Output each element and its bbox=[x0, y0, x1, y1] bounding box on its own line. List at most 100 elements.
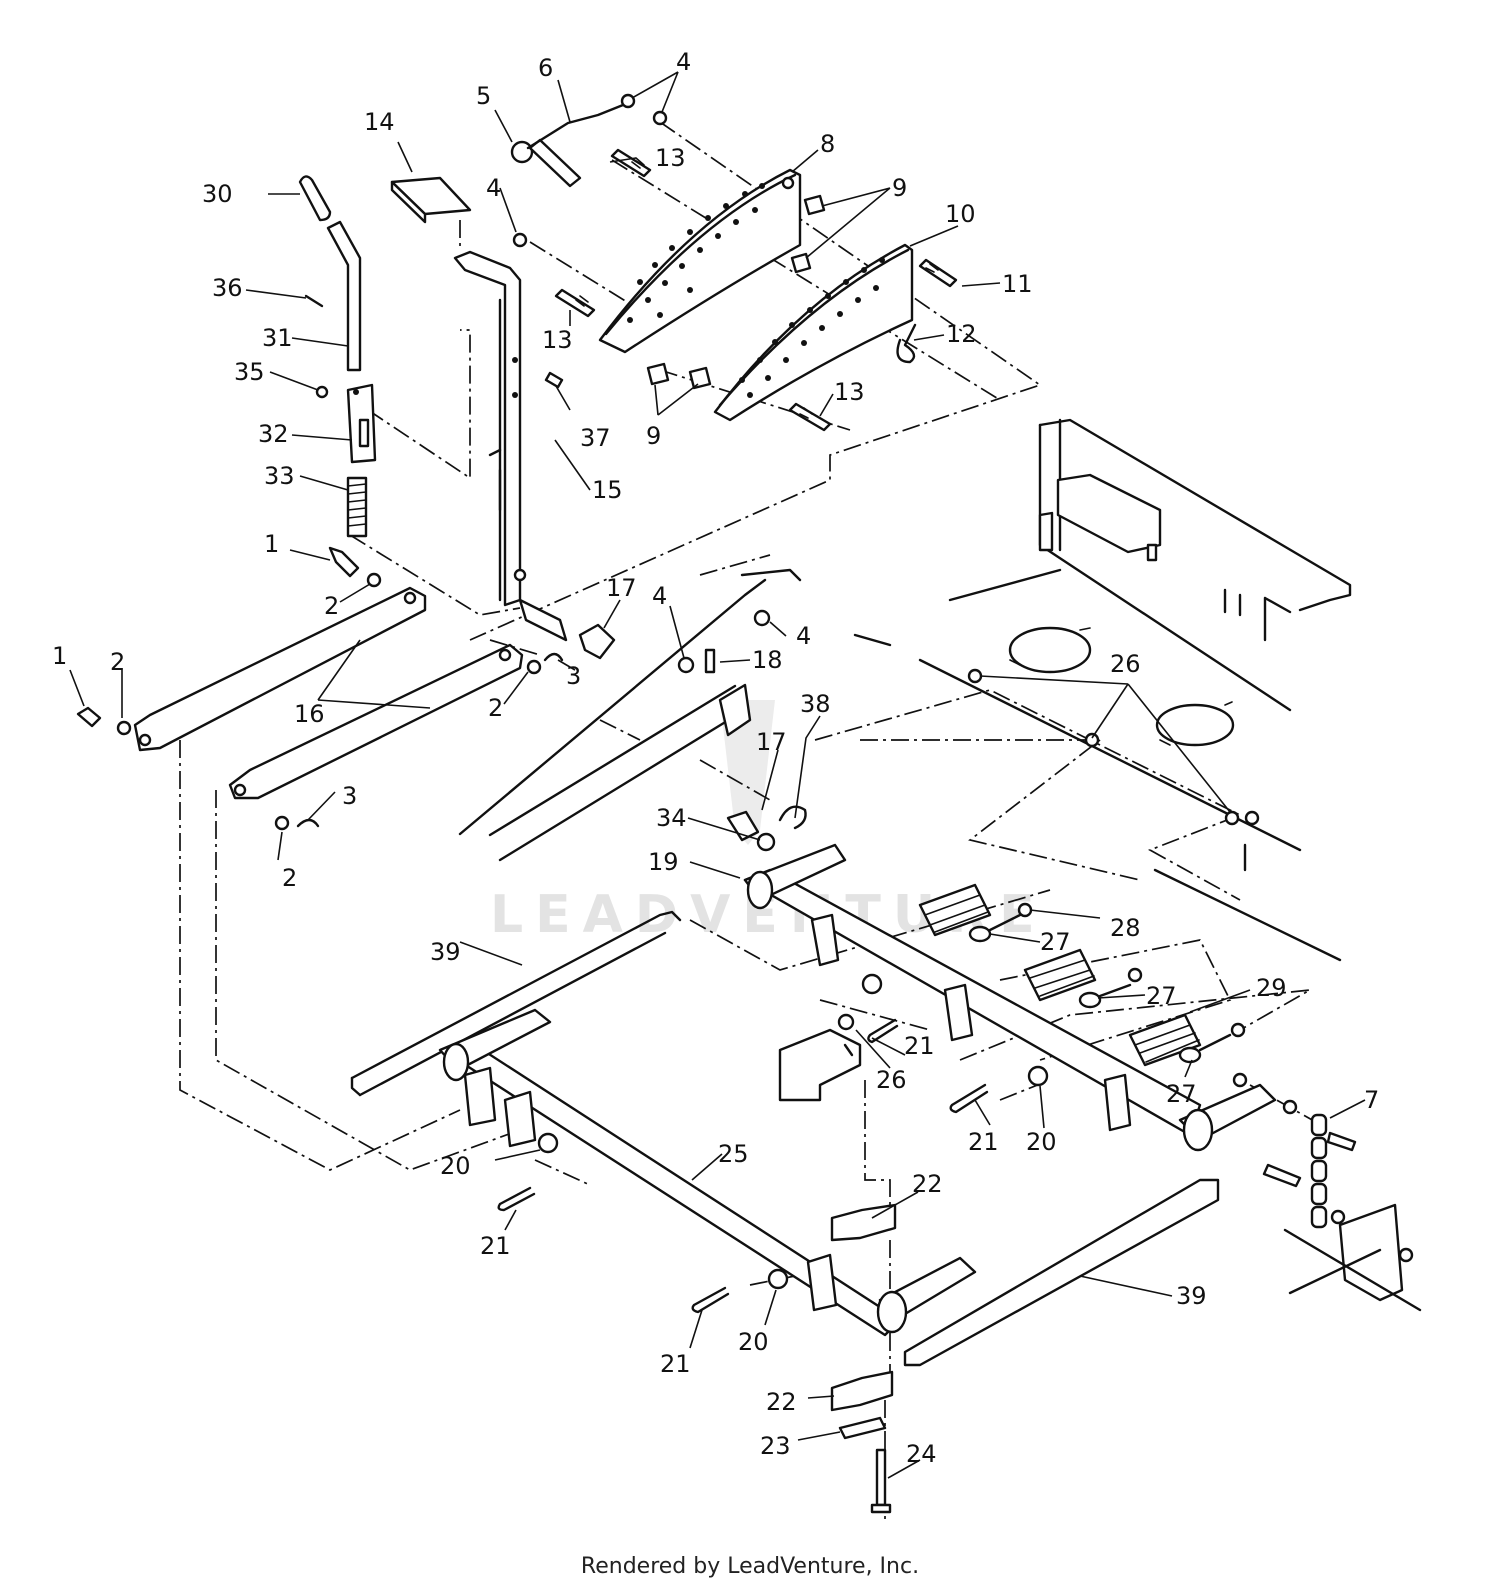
part-13-bolts bbox=[554, 148, 832, 432]
part-18-grease-fitting bbox=[704, 648, 716, 674]
callout-16: 16 bbox=[294, 700, 325, 728]
callout-20-right: 20 bbox=[1026, 1128, 1057, 1156]
part-37-bolt bbox=[544, 371, 564, 389]
callout-4-top: 4 bbox=[676, 48, 691, 76]
part-39-connecting-rods bbox=[350, 910, 1220, 1367]
part-29-springs bbox=[918, 883, 1202, 1067]
callout-25: 25 bbox=[718, 1140, 749, 1168]
assembly-lines bbox=[179, 121, 1331, 1520]
part-23-plate bbox=[838, 1416, 887, 1440]
part-35-nut bbox=[315, 385, 329, 399]
part-32-latch-bracket bbox=[346, 383, 377, 464]
center-hanger-bracket bbox=[778, 1028, 862, 1102]
callout-20-bottom: 20 bbox=[738, 1328, 769, 1356]
part-14-pedal-pad bbox=[390, 176, 472, 224]
part-31-lift-lever bbox=[326, 220, 362, 372]
callout-30: 30 bbox=[202, 180, 233, 208]
callout-9-top: 9 bbox=[892, 174, 907, 202]
callout-35: 35 bbox=[234, 358, 265, 386]
part-5-quick-pin bbox=[510, 138, 582, 188]
part-20-washers bbox=[537, 973, 1049, 1290]
callout-27-bottom: 27 bbox=[1166, 1080, 1197, 1108]
callout-22-upper: 22 bbox=[912, 1170, 943, 1198]
leader-lines bbox=[69, 71, 1366, 1479]
callout-37: 37 bbox=[580, 424, 611, 452]
part-17-bushings bbox=[518, 598, 760, 842]
callout-6: 6 bbox=[538, 54, 553, 82]
callout-23: 23 bbox=[760, 1432, 791, 1460]
callout-39-left: 39 bbox=[430, 938, 461, 966]
part-1-clevis-pins bbox=[76, 546, 360, 728]
part-16-lift-links bbox=[133, 586, 524, 800]
callout-4-right: 4 bbox=[796, 622, 811, 650]
callout-13-bottom: 13 bbox=[834, 378, 865, 406]
callout-29: 29 bbox=[1256, 974, 1287, 1002]
callout-2-low: 2 bbox=[282, 864, 297, 892]
callout-32: 32 bbox=[258, 420, 289, 448]
callout-28: 28 bbox=[1110, 914, 1141, 942]
callout-2-left: 2 bbox=[110, 648, 125, 676]
part-11-bolt bbox=[918, 258, 958, 288]
callout-31: 31 bbox=[262, 324, 293, 352]
callout-1-upper: 1 bbox=[264, 530, 279, 558]
callout-2-mid: 2 bbox=[488, 694, 503, 722]
tractor-frame bbox=[853, 418, 1352, 962]
part-9-spacers bbox=[646, 194, 826, 390]
part-28-nuts bbox=[1017, 902, 1246, 1038]
part-36-roll-pin bbox=[304, 294, 324, 308]
lift-crossshaft-lever bbox=[458, 568, 802, 862]
callout-21-left: 21 bbox=[480, 1232, 511, 1260]
part-24-bolt bbox=[870, 1448, 892, 1514]
callout-3-mid: 3 bbox=[566, 662, 581, 690]
callout-27-mid: 27 bbox=[1146, 982, 1177, 1010]
part-4-nuts bbox=[512, 93, 771, 674]
callout-3-low: 3 bbox=[342, 782, 357, 810]
callout-19: 19 bbox=[648, 848, 679, 876]
callout-8: 8 bbox=[820, 130, 835, 158]
part-34-washer bbox=[756, 832, 776, 852]
callout-2-upper: 2 bbox=[324, 592, 339, 620]
callout-12: 12 bbox=[946, 320, 977, 348]
part-8-quadrant-plate bbox=[598, 168, 802, 354]
callout-17-lower: 17 bbox=[756, 728, 787, 756]
callout-21-center: 21 bbox=[904, 1032, 935, 1060]
part-6-lanyard-cable bbox=[526, 101, 630, 150]
part-12-hairpin bbox=[896, 323, 917, 364]
callout-22-lower: 22 bbox=[766, 1388, 797, 1416]
callout-20-left: 20 bbox=[440, 1152, 471, 1180]
callout-13-mid: 13 bbox=[542, 326, 573, 354]
callout-15: 15 bbox=[592, 476, 623, 504]
callout-21-right: 21 bbox=[968, 1128, 999, 1156]
callout-14: 14 bbox=[364, 108, 395, 136]
callout-labels: 30 14 36 31 35 32 33 5 6 4 13 8 9 10 11 … bbox=[52, 48, 1379, 1468]
callout-4-plate: 4 bbox=[486, 174, 501, 202]
callout-10: 10 bbox=[945, 200, 976, 228]
callout-1-left: 1 bbox=[52, 642, 67, 670]
rear-mount-bracket bbox=[1283, 1203, 1422, 1312]
callout-11: 11 bbox=[1002, 270, 1033, 298]
part-33-spring bbox=[346, 476, 368, 538]
callout-4-lever: 4 bbox=[652, 582, 667, 610]
part-2-washers bbox=[116, 572, 542, 831]
callout-17-upper: 17 bbox=[606, 574, 637, 602]
callout-38: 38 bbox=[800, 690, 831, 718]
callout-36: 36 bbox=[212, 274, 243, 302]
callout-24: 24 bbox=[906, 1440, 937, 1468]
callout-5: 5 bbox=[476, 82, 491, 110]
part-21-cotter-pins bbox=[497, 1018, 989, 1314]
callout-13-top: 13 bbox=[655, 144, 686, 172]
callout-18: 18 bbox=[752, 646, 783, 674]
part-25-rear-rockshaft bbox=[438, 1008, 977, 1337]
part-19-rockshaft bbox=[743, 843, 1277, 1152]
callout-7: 7 bbox=[1364, 1086, 1379, 1114]
part-15-lift-pedal-arm bbox=[453, 250, 527, 607]
render-credit-footer: Rendered by LeadVenture, Inc. bbox=[580, 1554, 920, 1579]
callout-39-right: 39 bbox=[1176, 1282, 1207, 1310]
callout-26-top: 26 bbox=[1110, 650, 1141, 678]
part-30-handle-grip bbox=[298, 175, 332, 222]
callout-27-top: 27 bbox=[1040, 928, 1071, 956]
callout-9-bottom: 9 bbox=[646, 422, 661, 450]
callout-33: 33 bbox=[264, 462, 295, 490]
callout-26-center: 26 bbox=[876, 1066, 907, 1094]
